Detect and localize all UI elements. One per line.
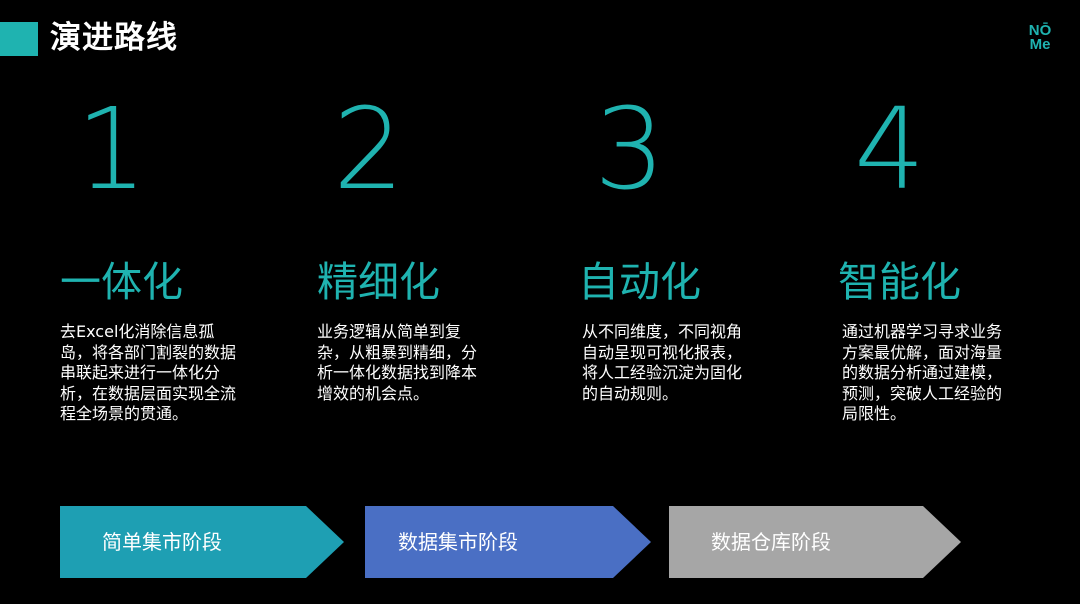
page-title: 演进路线 [50, 20, 178, 56]
phase-label: 数据集市阶段 [398, 530, 518, 554]
phase-arrow-1: 简单集市阶段 [60, 506, 344, 578]
stage-description: 业务逻辑从简单到复杂，从粗暴到精细，分析一体化数据找到降本增效的机会点。 [317, 322, 478, 403]
stage-number: 1 [76, 85, 148, 215]
stage-description: 去Excel化消除信息孤岛，将各部门割裂的数据串联起来进行一体化分析，在数据层面… [60, 322, 237, 423]
title-accent-bar [0, 22, 38, 56]
phase-label: 数据仓库阶段 [711, 530, 831, 554]
stage-description: 通过机器学习寻求业务方案最优解，面对海量的数据分析通过建模，预测，突破人工经验的… [842, 322, 1003, 423]
stage-heading: 自动化 [578, 258, 701, 306]
logo-top-text: NŌ [1028, 22, 1052, 39]
stage-number: 4 [854, 85, 926, 215]
stage-heading: 精细化 [317, 258, 440, 306]
stage-description: 从不同维度，不同视角自动呈现可视化报表，将人工经验沉淀为固化的自动规则。 [582, 322, 743, 403]
brand-logo: NŌ Me [1024, 22, 1056, 53]
phase-label: 简单集市阶段 [102, 530, 222, 554]
phase-arrow-3: 数据仓库阶段 [669, 506, 961, 578]
stage-number: 2 [333, 85, 405, 215]
stage-heading: 一体化 [60, 258, 183, 306]
stage-heading: 智能化 [838, 258, 961, 306]
phase-arrow-2: 数据集市阶段 [365, 506, 651, 578]
stage-number: 3 [594, 85, 666, 215]
logo-bottom-text: Me [1029, 36, 1051, 53]
